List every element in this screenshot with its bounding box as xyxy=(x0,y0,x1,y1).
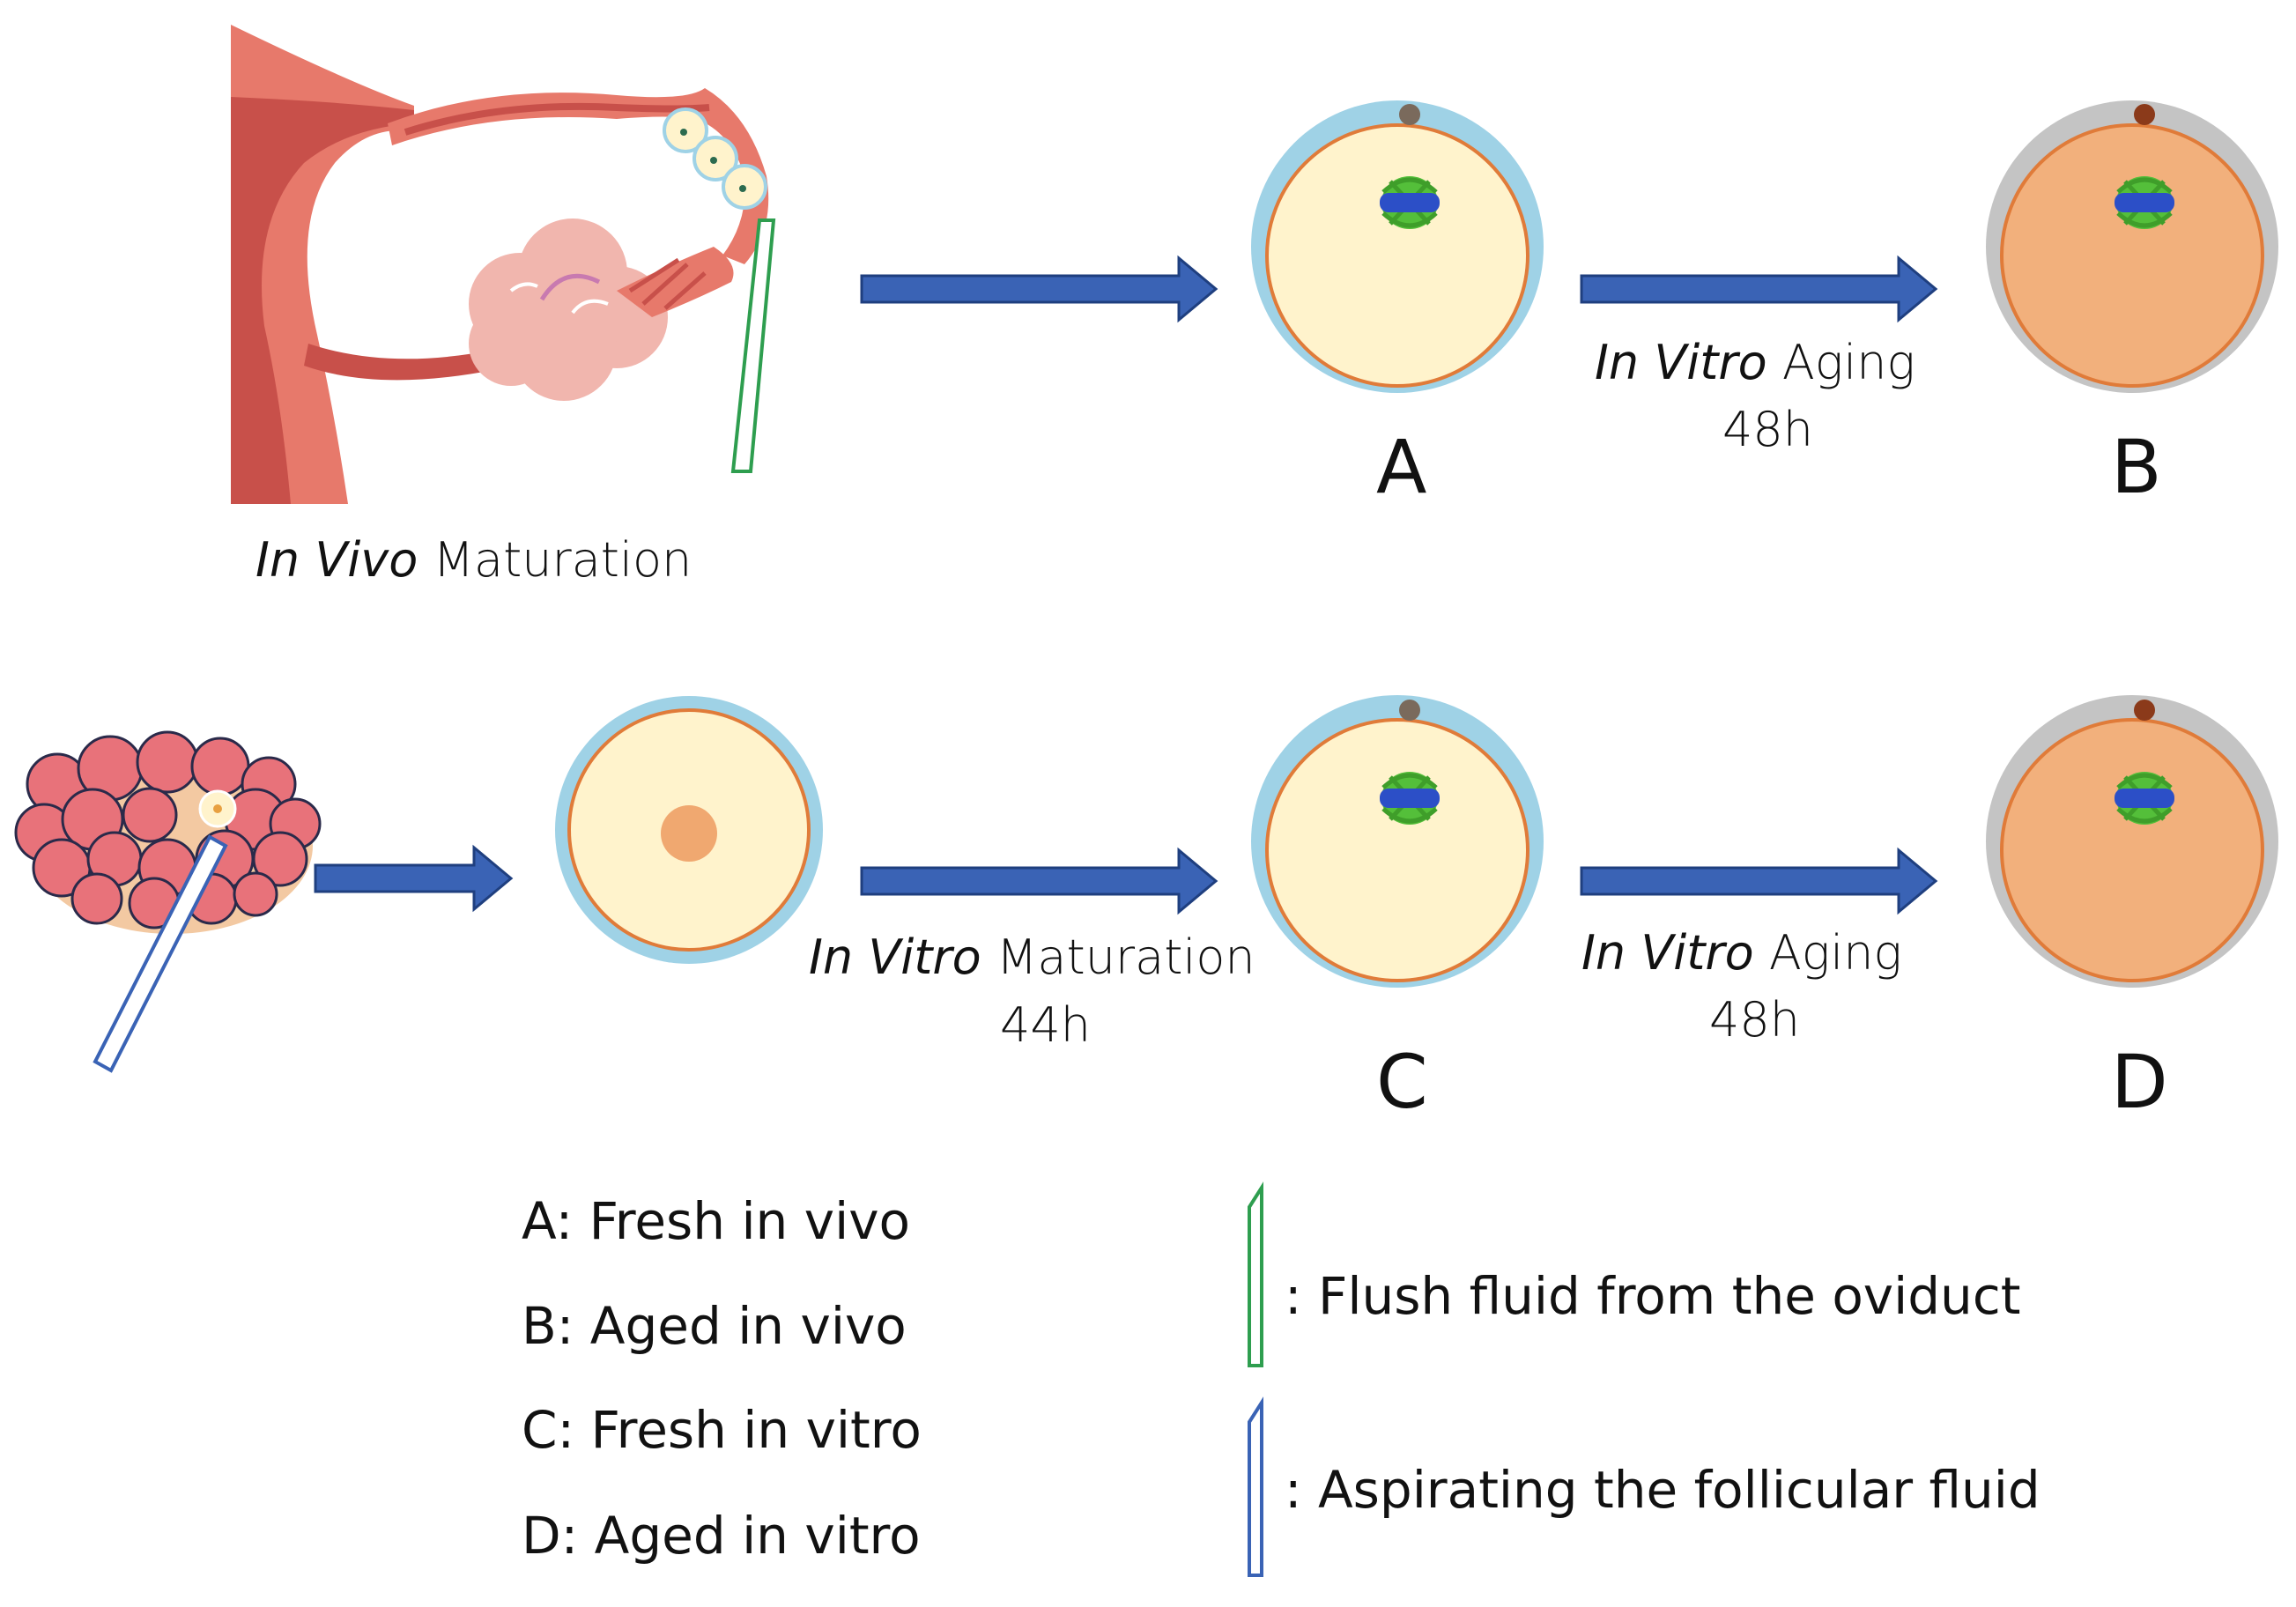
label-a: A xyxy=(1376,424,1427,510)
arrow-top-1 xyxy=(860,255,1218,323)
germinal-vesicle xyxy=(661,805,717,862)
follicle-cluster xyxy=(14,730,322,934)
top-aging-rest: Aging xyxy=(1781,335,1915,390)
oocyte-c xyxy=(1251,695,1544,988)
arrow-bottom-2 xyxy=(860,847,1218,915)
legend-blue-pipette-icon xyxy=(1248,1396,1263,1577)
legend-group-a: A: Fresh in vivo xyxy=(522,1191,911,1251)
label-c: C xyxy=(1376,1039,1428,1125)
bottom-maturation-rest: Maturation xyxy=(996,929,1255,985)
ovarian-ligament xyxy=(304,344,493,381)
oocyte-b xyxy=(1986,100,2278,393)
tube-oocytes xyxy=(663,107,767,210)
top-aging-caption: In Vitro Aging xyxy=(1595,337,1915,389)
top-aging-duration: 48h xyxy=(1722,402,1813,457)
top-aging-italic: In Vitro xyxy=(1595,335,1767,390)
legend-green-pipette-icon xyxy=(1248,1181,1263,1367)
bottom-aging-rest: Aging xyxy=(1768,925,1902,981)
oocyte-d xyxy=(1986,695,2278,988)
fallopian-tube xyxy=(388,88,769,264)
reproductive-tract-illustration xyxy=(231,25,776,504)
arrow-bottom-1 xyxy=(314,844,514,913)
bottom-aging-caption: In Vitro Aging xyxy=(1581,927,1902,979)
oocyte-a xyxy=(1251,100,1544,393)
legend-group-d: D: Aged in vitro xyxy=(522,1506,921,1566)
uterus-wall-dark xyxy=(231,97,414,504)
label-b: B xyxy=(2111,424,2162,510)
oocyte-gv xyxy=(555,696,823,964)
label-d: D xyxy=(2111,1039,2168,1125)
bottom-aging-italic: In Vitro xyxy=(1581,925,1754,981)
arrow-bottom-3 xyxy=(1580,847,1938,915)
aspirating-pipette-blue xyxy=(93,834,228,1073)
arrow-top-2 xyxy=(1580,255,1938,323)
flush-pipette-green xyxy=(730,218,776,473)
bottom-maturation-caption: In Vitro Maturation xyxy=(809,931,1255,983)
bottom-maturation-duration: 44h xyxy=(1000,997,1091,1053)
in-vivo-rest: Maturation xyxy=(433,532,693,588)
legend-group-c: C: Fresh in vitro xyxy=(522,1400,922,1460)
ovary xyxy=(469,218,668,401)
legend-group-b: B: Aged in vivo xyxy=(522,1296,907,1356)
legend-blue-pipette-text: : Aspirating the follicular fluid xyxy=(1285,1460,2040,1520)
in-vivo-italic: In Vivo xyxy=(256,532,418,588)
bottom-aging-duration: 48h xyxy=(1709,992,1800,1048)
in-vivo-maturation-caption: In Vivo Maturation xyxy=(256,534,692,586)
bottom-maturation-italic: In Vitro xyxy=(809,929,981,985)
legend-green-pipette-text: : Flush fluid from the oviduct xyxy=(1285,1266,2021,1326)
